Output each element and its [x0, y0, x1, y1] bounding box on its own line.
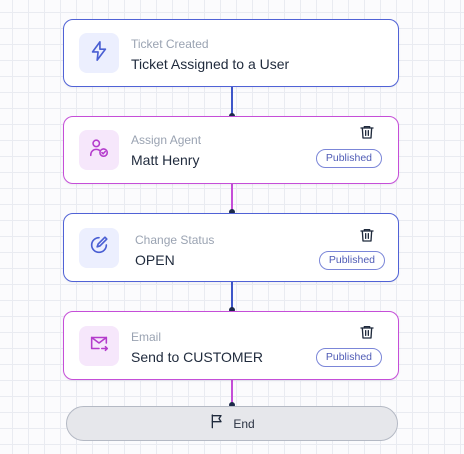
connector-assign-status [231, 183, 233, 214]
assign-agent-icon-box [79, 130, 119, 170]
user-check-icon [88, 137, 110, 164]
connector-trigger-assign [231, 86, 233, 118]
trigger-title: Ticket Created [131, 37, 209, 51]
lightning-bolt-icon [88, 40, 110, 67]
step-title: Email [131, 330, 162, 344]
change-status-icon-box [79, 227, 119, 268]
step-title: Assign Agent [131, 133, 202, 147]
step-card-email[interactable]: Email Send to CUSTOMER Published [63, 311, 399, 380]
delete-step-button[interactable] [358, 228, 376, 246]
status-badge: Published [315, 348, 382, 367]
connector-dot [229, 307, 235, 313]
delete-step-button[interactable] [358, 125, 376, 143]
step-subtitle: Send to CUSTOMER [131, 349, 264, 365]
trash-icon [359, 124, 375, 145]
delete-step-button[interactable] [358, 325, 376, 343]
status-badge: Published [318, 251, 385, 270]
edit-status-icon [88, 234, 110, 261]
trash-icon [359, 324, 375, 345]
mail-send-icon [88, 332, 110, 359]
connector-dot [229, 402, 235, 408]
step-title: Change Status [135, 233, 215, 247]
step-subtitle: Matt Henry [131, 152, 200, 168]
connector-email-end [231, 379, 233, 407]
trash-icon [359, 227, 375, 248]
connector-dot [229, 209, 235, 215]
trigger-icon-box [79, 33, 119, 73]
status-badge: Published [315, 149, 382, 168]
step-subtitle: OPEN [135, 252, 175, 268]
end-node[interactable]: End [66, 406, 398, 441]
email-icon-box [79, 325, 119, 366]
step-card-assign-agent[interactable]: Assign Agent Matt Henry Published [63, 116, 399, 184]
trigger-card[interactable]: Ticket Created Ticket Assigned to a User [63, 19, 399, 87]
step-card-change-status[interactable]: Change Status OPEN Published [63, 213, 399, 282]
connector-status-email [231, 281, 233, 312]
trigger-subtitle: Ticket Assigned to a User [131, 56, 290, 72]
flag-icon [209, 413, 225, 434]
end-label: End [233, 416, 255, 431]
